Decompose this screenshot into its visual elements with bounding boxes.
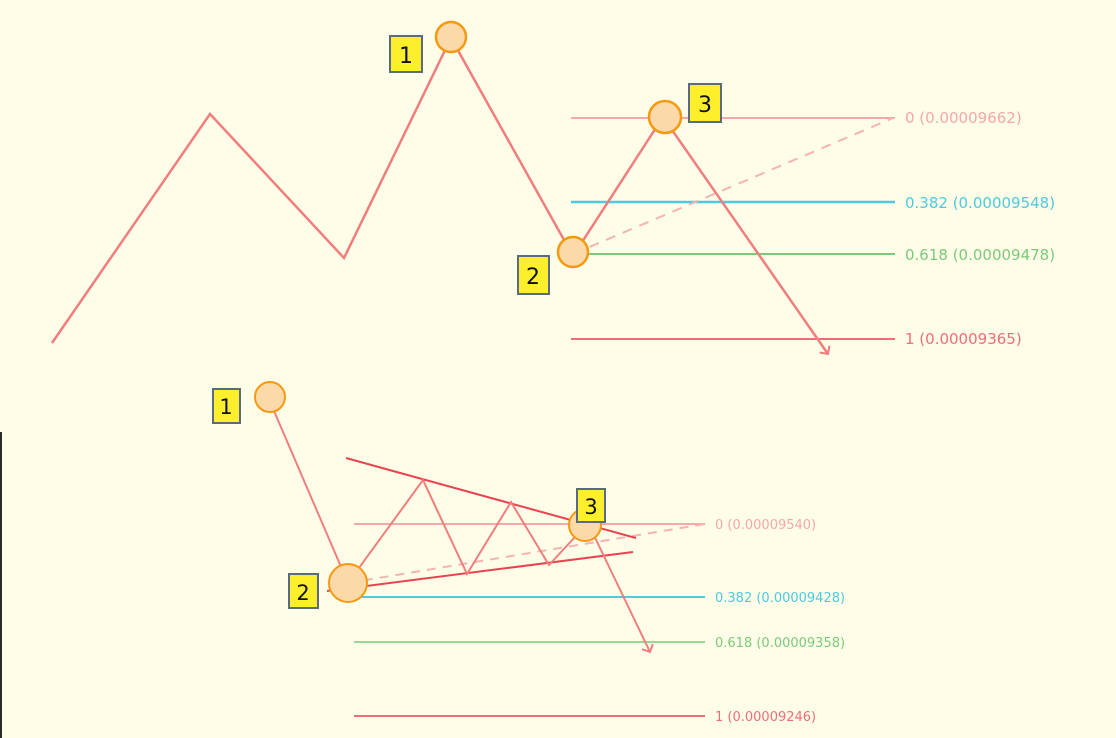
top-level-0382-label: 0.382 (0.00009548): [905, 194, 1055, 212]
top-price-path: [50, 35, 665, 344]
top-level-0618-label: 0.618 (0.00009478): [905, 246, 1055, 264]
bottom-price-path: [267, 396, 589, 586]
bottom-point-1-marker: [254, 381, 286, 413]
svg-text:3: 3: [584, 495, 597, 519]
bottom-fib-trendline: [347, 523, 706, 584]
bottom-diagram: 0 (0.00009540) 0.382 (0.00009428) 0.618 …: [212, 381, 845, 725]
top-point-2-marker: [556, 235, 590, 269]
top-level-1-label: 1 (0.00009365): [905, 330, 1022, 348]
triangle-lower-line: [326, 551, 634, 592]
bottom-level-1-label: 1 (0.00009246): [715, 710, 816, 725]
bottom-point-3-tag: 3: [576, 488, 606, 523]
bottom-projection-arrow: [587, 522, 654, 654]
svg-text:2: 2: [526, 265, 540, 290]
top-point-3-marker: [647, 99, 683, 135]
bottom-level-0-label: 0 (0.00009540): [715, 518, 816, 533]
top-fib-trendline: [572, 117, 894, 255]
bottom-level-0382-label: 0.382 (0.00009428): [715, 591, 845, 606]
top-point-2-tag: 2: [517, 255, 550, 295]
bottom-level-0618-label: 0.618 (0.00009358): [715, 636, 845, 651]
svg-text:1: 1: [219, 395, 232, 419]
bottom-point-1-tag: 1: [212, 388, 241, 424]
top-projection-arrow: [661, 116, 831, 356]
top-point-3-tag: 3: [688, 83, 722, 123]
svg-text:2: 2: [296, 581, 309, 605]
top-point-1-marker: [434, 20, 468, 54]
panel-edge: [0, 432, 2, 738]
top-point-1-tag: 1: [389, 35, 423, 73]
svg-text:3: 3: [698, 93, 712, 118]
top-level-0-label: 0 (0.00009662): [905, 109, 1022, 127]
bottom-point-2-marker: [328, 563, 368, 603]
top-diagram: 0 (0.00009662) 0.382 (0.00009548) 0.618 …: [50, 20, 1055, 356]
bottom-point-2-tag: 2: [288, 573, 319, 609]
svg-text:1: 1: [399, 44, 413, 69]
